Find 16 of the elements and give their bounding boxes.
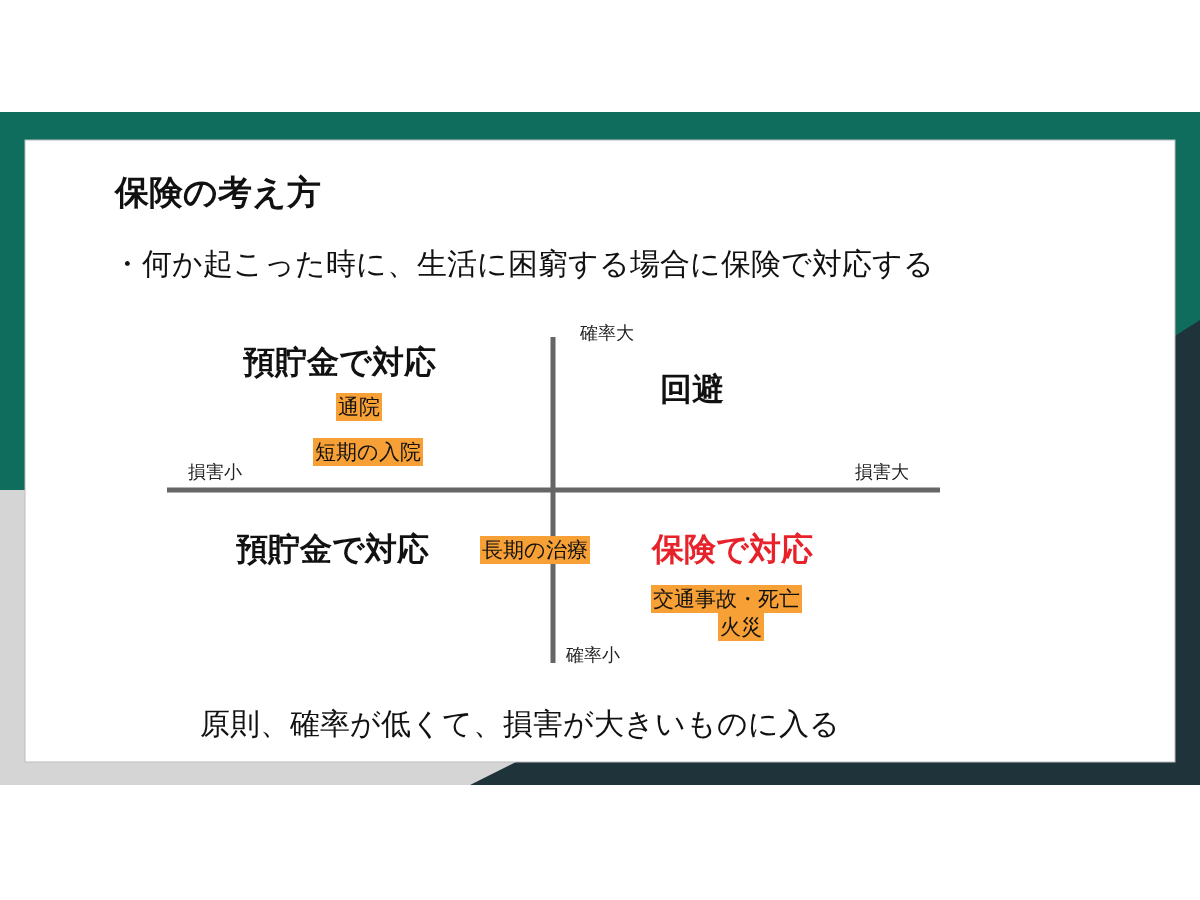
highlighted-term: 長期の治療 [480, 536, 590, 564]
conclusion-text: 原則、確率が低くて、損害が大きいものに入る [200, 706, 840, 742]
quadrant-heading: 保険で対応 [652, 530, 813, 569]
highlighted-term: 通院 [336, 393, 382, 421]
highlighted-term: 火災 [718, 613, 764, 641]
highlighted-term: 交通事故・死亡 [651, 585, 802, 613]
axis-label: 確率大 [580, 322, 634, 344]
quadrant-heading: 預貯金で対応 [236, 530, 429, 569]
quadrant-heading: 回避 [660, 370, 724, 409]
axis-label: 損害小 [188, 461, 242, 483]
axis-label: 確率小 [566, 644, 620, 666]
highlighted-term: 短期の入院 [313, 438, 423, 466]
bullet-text: ・何か起こった時に、生活に困窮する場合に保険で対応する [112, 246, 934, 282]
axis-label: 損害大 [855, 461, 909, 483]
slide-title: 保険の考え方 [115, 172, 321, 213]
quadrant-heading: 預貯金で対応 [243, 343, 436, 382]
